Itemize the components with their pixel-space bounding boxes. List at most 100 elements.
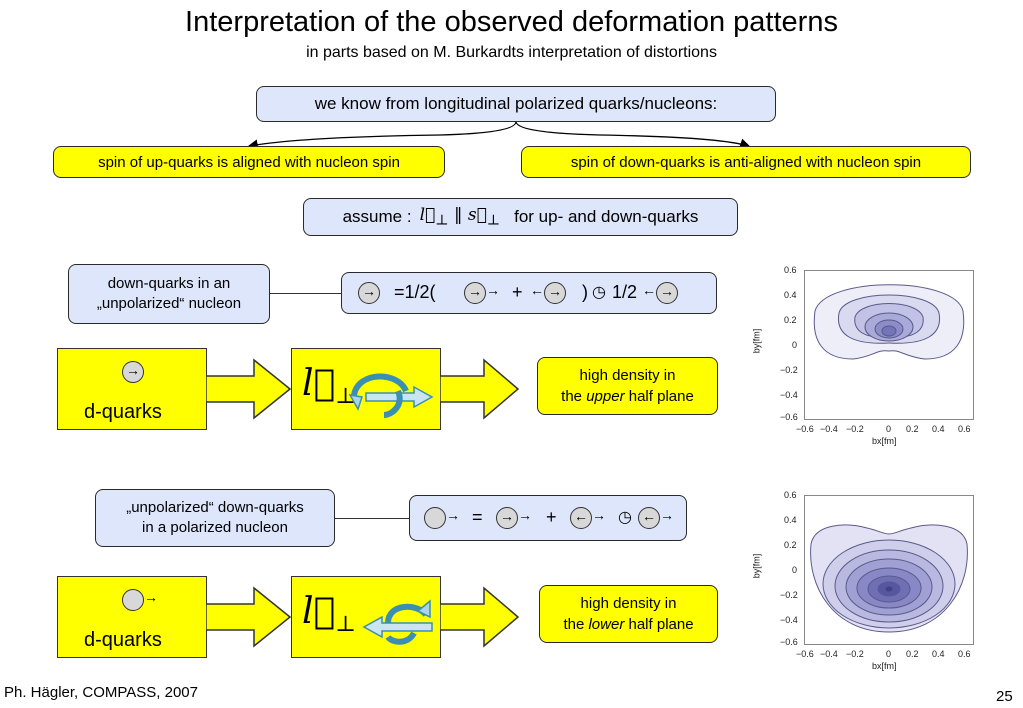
page-number: 25 (996, 688, 1013, 705)
longitudinal-info-box: we know from longitudinal polarized quar… (256, 86, 776, 122)
polarized-nucleon-label: „unpolarized“ down-quarks in a polarized… (95, 489, 335, 547)
eq2-equals: = (472, 507, 483, 527)
orbital-panel-1: l⃗⊥ (291, 348, 441, 430)
rotation-arrow-icon (362, 599, 433, 645)
contour-plot-upper: 0.6 0.4 0.2 0 −0.2 −0.4 −0.6 by[fm] −0.6… (751, 264, 983, 454)
orbital-left-arrow-icon: ← (642, 282, 656, 298)
result2-emphasis: lower (588, 616, 625, 633)
ytick: 0.4 (784, 290, 797, 300)
result2-pre: the (563, 616, 585, 633)
d-quarks-label: d-quarks (84, 401, 162, 423)
spin-right-icon: → (544, 282, 566, 304)
spin-right-icon: → (122, 361, 144, 383)
spin-none-icon (122, 589, 144, 611)
orbital-right-arrow-icon: → (486, 282, 500, 298)
ytick: 0 (792, 565, 798, 575)
orbital-right-arrow-icon: → (144, 589, 158, 605)
ytick: −0.2 (780, 590, 798, 600)
result1-line2: the upper half plane (561, 386, 694, 407)
xtick: 0.4 (932, 424, 945, 434)
eq2-plus: + (546, 507, 557, 527)
result1-post: half plane (628, 388, 694, 405)
spin-left-icon: ← (570, 507, 592, 529)
d-quarks-label: d-quarks (84, 629, 162, 651)
xtick: 0 (886, 424, 892, 434)
result2-post: half plane (628, 616, 694, 633)
section2-equation-box: → = → → + ← → ◷ ← → (409, 495, 687, 541)
connector-line (270, 293, 342, 294)
ytick: 0.6 (784, 265, 797, 275)
ytick: 0 (792, 340, 798, 350)
ytick: 0.6 (784, 490, 797, 500)
plot-frame (804, 495, 974, 645)
spin-none-icon (424, 507, 446, 529)
orbital-left-arrow-icon: ← (530, 282, 544, 298)
page-title: Interpretation of the observed deformati… (185, 6, 838, 38)
d-quark-panel-2: → d-quarks (57, 576, 207, 658)
rotation-arrow-icon (348, 373, 434, 418)
flow-arrow-icon (440, 358, 520, 420)
ylabel: by[fm] (751, 553, 762, 579)
orbital-l-perp-symbol: l⃗⊥ (302, 591, 356, 638)
density-contours-upper (813, 284, 965, 360)
flow-arrow-icon (206, 586, 292, 648)
xtick: 0.2 (906, 649, 919, 659)
xtick: −0.6 (796, 424, 814, 434)
d-quark-panel-1: → d-quarks (57, 348, 207, 430)
orbital-right-arrow-icon: → (592, 507, 606, 523)
section1-equation-box: → =1/2( → → + ← → ) ◷ 1/2 ← → (341, 272, 717, 314)
section2-label-line2: in a polarized nucleon (142, 519, 288, 536)
ytick: −0.6 (780, 412, 798, 422)
assume-formula: l⃗⊥ ‖ s⃗⊥ (419, 205, 501, 229)
orbital-panel-2: l⃗⊥ (291, 576, 441, 658)
down-quark-spin-text: spin of down-quarks is anti-aligned with… (570, 153, 922, 171)
assume-suffix: for up- and down-quarks (514, 207, 699, 226)
section1-label-line1: down-quarks in an (107, 275, 231, 292)
plot-frame (804, 270, 974, 420)
ytick: −0.6 (780, 637, 798, 647)
xtick: 0 (886, 649, 892, 659)
eq1-close: ) (582, 282, 588, 302)
result2-line2: the lower half plane (563, 614, 693, 635)
xlabel: bx[fm] (872, 661, 897, 671)
footer-citation: Ph. Hägler, COMPASS, 2007 (4, 684, 198, 701)
result-box-2: high density in the lower half plane (539, 585, 718, 643)
orbital-right-arrow-icon: → (660, 507, 674, 523)
ytick: 0.2 (784, 540, 797, 550)
connector-line (335, 518, 409, 519)
spin-right-icon: → (496, 507, 518, 529)
result1-line1: high density in (579, 367, 676, 384)
result2-line1: high density in (580, 595, 677, 612)
density-contours-lower (810, 524, 968, 633)
eq1-plus: + (512, 282, 523, 302)
flow-arrow-icon (206, 358, 292, 420)
spin-right-icon: → (358, 282, 380, 304)
up-quark-spin-text: spin of up-quarks is aligned with nucleo… (98, 153, 400, 171)
page-subtitle: in parts based on M. Burkardts interpret… (306, 44, 717, 61)
spin-left-icon: ← (638, 507, 660, 529)
up-quark-spin-box: spin of up-quarks is aligned with nucleo… (53, 146, 445, 178)
flow-arrow-icon (440, 586, 520, 648)
section1-label-line2: „unpolarized“ nucleon (96, 295, 242, 312)
ytick: −0.2 (780, 365, 798, 375)
ylabel: by[fm] (751, 328, 762, 354)
xtick: 0.6 (958, 424, 971, 434)
xtick: −0.4 (820, 424, 838, 434)
clock-icon: ◷ (618, 509, 632, 526)
assume-box: assume : l⃗⊥ ‖ s⃗⊥ for up- and down-quar… (303, 198, 738, 236)
ytick: −0.4 (780, 615, 798, 625)
xlabel: bx[fm] (872, 436, 897, 446)
eq1-half: 1/2 (612, 282, 638, 302)
section2-label-line1: „unpolarized“ down-quarks (126, 499, 304, 516)
xtick: −0.2 (846, 649, 864, 659)
longitudinal-info-text: we know from longitudinal polarized quar… (314, 94, 718, 113)
down-quark-spin-box: spin of down-quarks is anti-aligned with… (521, 146, 971, 178)
xtick: 0.2 (906, 424, 919, 434)
clock-icon: ◷ (592, 284, 606, 301)
spin-right-icon: → (656, 282, 678, 304)
spin-right-icon: → (464, 282, 486, 304)
ytick: −0.4 (780, 390, 798, 400)
orbital-right-arrow-icon: → (518, 507, 532, 523)
xtick: −0.4 (820, 649, 838, 659)
branch-arrows (247, 121, 751, 150)
